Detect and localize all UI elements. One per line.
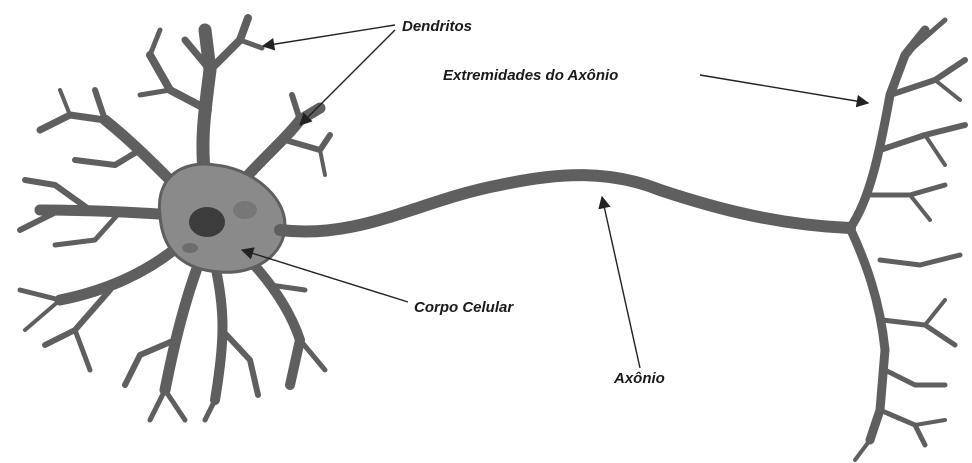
- axon-terminals: [850, 20, 965, 460]
- label-dendrites: Dendritos: [402, 18, 472, 35]
- label-cell-body: Corpo Celular: [414, 299, 514, 316]
- nucleus: [189, 207, 225, 237]
- cell-body: [159, 164, 285, 272]
- arrow-axon-terminals: [700, 75, 868, 103]
- label-axon-terminals: Extremidades do Axônio: [443, 67, 618, 84]
- axon: [280, 175, 850, 231]
- arrow-axon: [602, 197, 640, 368]
- label-axon: Axônio: [613, 370, 665, 387]
- arrow-dendrites-1: [263, 25, 395, 46]
- arrow-dendrites-2: [300, 30, 395, 125]
